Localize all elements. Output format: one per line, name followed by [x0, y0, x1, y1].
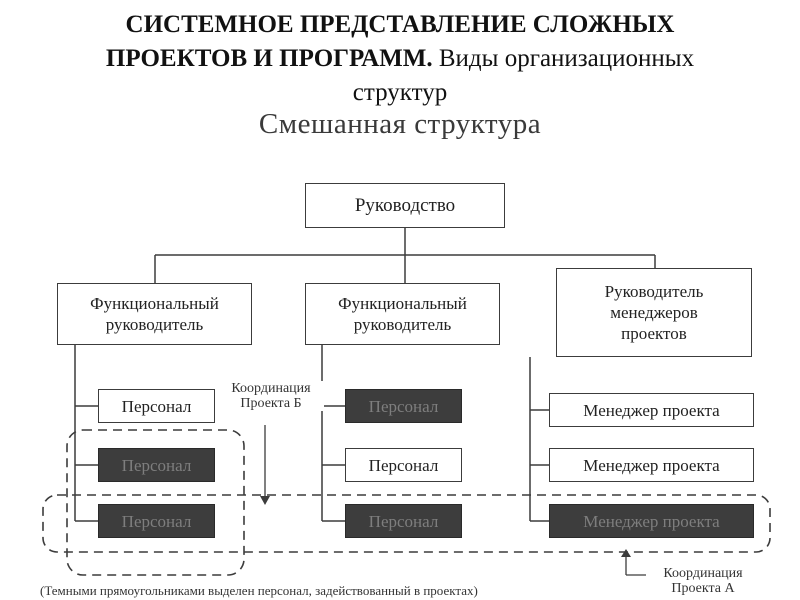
coord-a-line-1: Координация: [663, 566, 743, 581]
heading-line-2-light: Виды организационных: [438, 45, 695, 72]
mid-staff-3-box: Персонал: [345, 504, 462, 538]
coordination-project-b-label: Координация Проекта Б: [218, 381, 324, 411]
right-head-line-2: менеджеров: [610, 303, 698, 322]
mid-head-line-2: руководитель: [353, 315, 452, 334]
project-b-outline: [66, 429, 245, 576]
left-staff-1-label: Персонал: [121, 396, 192, 416]
left-staff-2-box: Персонал: [98, 448, 215, 482]
coord-b-line-1: Координация: [231, 381, 311, 396]
mid-staff-2-box: Персонал: [345, 448, 462, 482]
coord-b-line-2: Проекта Б: [240, 396, 302, 411]
heading-line-2: ПРОЕКТОВ И ПРОГРАММ. Виды организационны…: [0, 42, 800, 76]
heading-line-3: структур: [352, 79, 448, 106]
coordination-project-a-label: Координация Проекта А: [648, 566, 758, 596]
right-head-line-1: Руководитель: [604, 282, 704, 301]
left-staff-2-label: Персонал: [121, 455, 192, 475]
functional-manager-mid-box: Функциональный руководитель: [305, 283, 500, 345]
mid-head-line-1: Функциональный: [338, 294, 467, 313]
slide-heading: СИСТЕМНОЕ ПРЕДСТАВЛЕНИЕ СЛОЖНЫХ ПРОЕКТОВ…: [0, 8, 800, 110]
project-manager-3-label: Менеджер проекта: [583, 511, 720, 531]
left-staff-1-box: Персонал: [98, 389, 215, 423]
heading-line-2-bold: ПРОЕКТОВ И ПРОГРАММ.: [105, 45, 433, 72]
left-head-line-2: руководитель: [105, 315, 204, 334]
coord-a-arrowhead: [621, 549, 631, 557]
mid-staff-1-label: Персонал: [368, 396, 439, 416]
mid-staff-3-label: Персонал: [368, 511, 439, 531]
coord-b-arrowhead: [260, 496, 270, 505]
management-label: Руководство: [354, 195, 456, 216]
project-a-outline: [42, 494, 771, 553]
project-managers-lead-box: Руководитель менеджеров проектов: [556, 268, 752, 357]
project-manager-2-label: Менеджер проекта: [583, 455, 720, 475]
mid-staff-1-box: Персонал: [345, 389, 462, 423]
left-head-line-1: Функциональный: [90, 294, 219, 313]
coord-a-line-2: Проекта А: [671, 581, 735, 596]
project-manager-1-box: Менеджер проекта: [549, 393, 754, 427]
left-staff-3-label: Персонал: [121, 511, 192, 531]
project-manager-3-box: Менеджер проекта: [549, 504, 754, 538]
heading-line-1: СИСТЕМНОЕ ПРЕДСТАВЛЕНИЕ СЛОЖНЫХ: [125, 11, 675, 38]
legend-footnote: (Темными прямоугольниками выделен персон…: [40, 583, 478, 598]
project-manager-2-box: Менеджер проекта: [549, 448, 754, 482]
right-head-line-3: проектов: [621, 324, 687, 343]
project-manager-1-label: Менеджер проекта: [583, 400, 720, 420]
mid-staff-2-label: Персонал: [368, 455, 439, 475]
functional-manager-left-box: Функциональный руководитель: [57, 283, 252, 345]
diagram-title: Смешанная структура: [258, 108, 542, 140]
left-staff-3-box: Персонал: [98, 504, 215, 538]
management-box: Руководство: [305, 183, 505, 228]
